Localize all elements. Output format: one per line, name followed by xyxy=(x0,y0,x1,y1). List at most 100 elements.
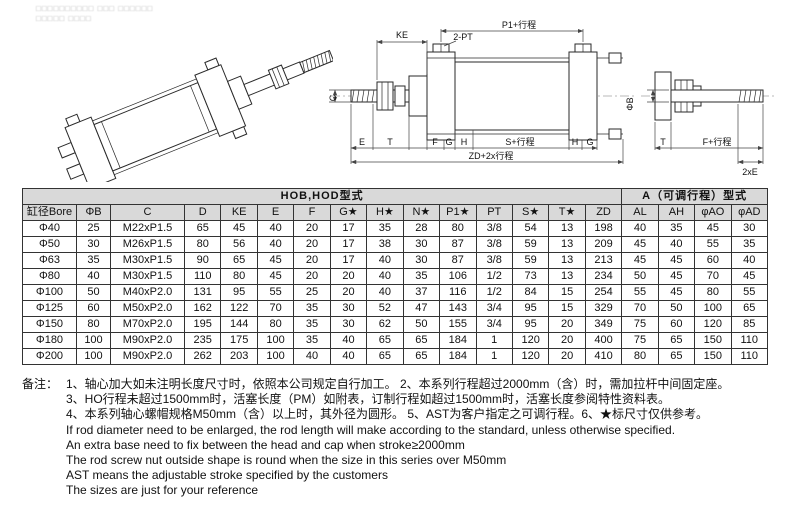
table-cell: 87 xyxy=(439,252,477,269)
column-header: ZD xyxy=(584,204,623,221)
table-cell: 50 xyxy=(657,300,696,317)
table-cell: 120 xyxy=(511,348,550,365)
table-cell: 20 xyxy=(293,252,331,269)
table-cell: 45 xyxy=(657,252,696,269)
table-cell: 35 xyxy=(366,220,404,237)
table-cell: 110 xyxy=(730,332,769,349)
table-cell: 15 xyxy=(548,300,586,317)
table-cell: 1 xyxy=(475,348,513,365)
table-cell: 80 xyxy=(220,268,258,285)
column-header: F xyxy=(293,204,331,221)
table-cell: 122 xyxy=(220,300,258,317)
dim-label-h2: H xyxy=(572,137,579,147)
table-cell: 17 xyxy=(329,252,368,269)
table-cell: 40 xyxy=(329,348,368,365)
table-cell: 65 xyxy=(220,252,258,269)
table-cell: Φ180 xyxy=(22,332,77,349)
table-cell: 120 xyxy=(511,332,550,349)
table-cell: 35 xyxy=(293,332,331,349)
table-cell: 90 xyxy=(183,252,222,269)
table-cell: 234 xyxy=(584,268,623,285)
table-cell: 52 xyxy=(366,300,404,317)
table-cell: 85 xyxy=(730,316,769,333)
table-cell: 1 xyxy=(475,332,513,349)
table-cell: 80 xyxy=(183,236,222,253)
table-cell: 40 xyxy=(730,252,769,269)
table-cell: 329 xyxy=(584,300,623,317)
table-cell: 60 xyxy=(694,252,732,269)
table-cell: 162 xyxy=(183,300,222,317)
table-cell: 116 xyxy=(439,284,477,301)
column-header: C xyxy=(110,204,185,221)
table-cell: 20 xyxy=(293,220,331,237)
table-cell: 45 xyxy=(256,268,295,285)
table-cell: 65 xyxy=(730,300,769,317)
table-cell: 20 xyxy=(293,236,331,253)
table-cell: 65 xyxy=(402,332,441,349)
table-cell: 106 xyxy=(439,268,477,285)
table-cell: 70 xyxy=(256,300,295,317)
table-cell: 195 xyxy=(183,316,222,333)
table-cell: 30 xyxy=(402,252,441,269)
cylinder-dimension-drawing: KE P1+行程 2-PT ΦB C E T F G H S+行程 H G xyxy=(328,19,777,177)
table-cell: 80 xyxy=(76,316,111,333)
table-cell: 13 xyxy=(548,268,586,285)
table-cell: 30 xyxy=(402,236,441,253)
table-cell: 150 xyxy=(694,348,732,365)
table-cell: 80 xyxy=(256,316,295,333)
table-cell: 20 xyxy=(548,316,586,333)
table-cell: Φ63 xyxy=(22,252,77,269)
table-cell: 45 xyxy=(730,268,769,285)
table-cell: Φ80 xyxy=(22,268,77,285)
table-cell: 150 xyxy=(694,332,732,349)
table-cell: M30xP1.5 xyxy=(110,268,185,285)
table-cell: 13 xyxy=(548,252,586,269)
dim-label-ke: KE xyxy=(396,30,408,40)
table-cell: M50xP2.0 xyxy=(110,300,185,317)
cylinder-isometric-drawing xyxy=(57,49,333,182)
table-cell: Φ100 xyxy=(22,284,77,301)
table-cell: 45 xyxy=(621,252,659,269)
table-cell: M90xP2.0 xyxy=(110,348,185,365)
table-cell: 3/8 xyxy=(475,236,513,253)
column-header: N★ xyxy=(402,204,441,221)
table-cell: 40 xyxy=(293,348,331,365)
table-cell: 65 xyxy=(402,348,441,365)
table-cell: Φ200 xyxy=(22,348,77,365)
table-cell: 35 xyxy=(402,268,441,285)
dim-label-2pt: 2-PT xyxy=(453,32,473,42)
table-cell: 30 xyxy=(329,300,368,317)
table-cell: 45 xyxy=(657,284,696,301)
dim-label-t: T xyxy=(387,137,393,147)
table-cell: 59 xyxy=(511,236,550,253)
table-cell: 100 xyxy=(76,348,111,365)
table-cell: 25 xyxy=(76,220,111,237)
table-cell: 1/2 xyxy=(475,268,513,285)
table-cell: 100 xyxy=(256,348,295,365)
table-cell: 184 xyxy=(439,348,477,365)
dim-label-c: C xyxy=(328,94,338,101)
dim-label-p1-stroke: P1+行程 xyxy=(502,19,536,30)
table-cell: 3/4 xyxy=(475,316,513,333)
table-cell: 40 xyxy=(366,268,404,285)
table-cell: 13 xyxy=(548,220,586,237)
table-cell: 59 xyxy=(511,252,550,269)
table-cell: 45 xyxy=(694,220,732,237)
table-cell: 100 xyxy=(256,332,295,349)
table-cell: 95 xyxy=(511,300,550,317)
table-cell: 35 xyxy=(657,220,696,237)
table-cell: 40 xyxy=(657,236,696,253)
table-cell: 155 xyxy=(439,316,477,333)
table-cell: 175 xyxy=(220,332,258,349)
table-cell: 40 xyxy=(621,220,659,237)
table-cell: 13 xyxy=(548,236,586,253)
column-header: AL xyxy=(621,204,659,221)
table-cell: 50 xyxy=(402,316,441,333)
table-cell: 87 xyxy=(439,236,477,253)
table-cell: 40 xyxy=(256,236,295,253)
